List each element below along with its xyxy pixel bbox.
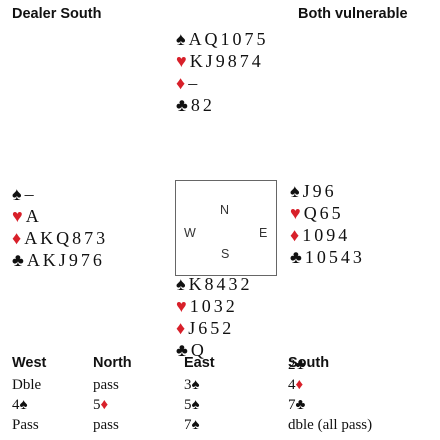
south-diamonds-row: ♦J652 [176, 317, 253, 339]
south-spades-cards: K8432 [188, 274, 253, 294]
bid-level: 3 [184, 377, 192, 393]
bid-level: 7 [184, 417, 192, 433]
auction-call: 4♦ [288, 377, 303, 394]
west-diamonds-row: ♦AKQ873 [12, 227, 108, 249]
south-hand: ♠K8432♥1032♦J652♣Q [176, 273, 253, 361]
auction-call: pass [93, 417, 119, 433]
bid-level: 5 [93, 397, 101, 413]
auction-call: pass [93, 377, 119, 393]
east-clubs-row: ♣10543 [290, 246, 365, 268]
bid-level: 4 [12, 397, 20, 413]
north-hearts-row: ♥KJ9874 [176, 50, 269, 72]
dealer-label: Dealer South [12, 6, 102, 22]
auction-call: 5♦ [93, 397, 108, 414]
east-clubs-cards: 10543 [304, 247, 365, 267]
heart-icon: ♥ [176, 296, 187, 316]
diamond-icon: ♦ [176, 318, 186, 338]
north-diamonds-cards: – [188, 73, 201, 93]
west-hand: ♠–♥A♦AKQ873♣AKJ976 [12, 183, 108, 271]
south-clubs-row: ♣Q [176, 339, 253, 361]
south-diamonds-cards: J652 [188, 318, 235, 338]
west-clubs-row: ♣AKJ976 [12, 249, 108, 271]
diamond-icon: ♦ [12, 228, 22, 248]
auction-call: 2♣ [288, 357, 305, 374]
auction-header-south: South [288, 355, 330, 371]
north-spades-cards: AQ1075 [188, 29, 269, 49]
spade-icon: ♠ [191, 377, 200, 393]
club-icon: ♣ [176, 95, 188, 115]
east-spades-cards: J96 [302, 181, 337, 201]
west-hearts-row: ♥A [12, 205, 108, 227]
bid-level: 5 [184, 397, 192, 413]
spade-icon: ♠ [191, 397, 200, 413]
auction-call: 4♠ [12, 397, 27, 414]
vulnerability-label: Both vulnerable [298, 6, 408, 22]
west-spades-row: ♠– [12, 183, 108, 205]
compass-south-label: S [221, 247, 230, 261]
heart-icon: ♥ [176, 51, 187, 71]
bid-level: 2 [288, 357, 296, 373]
compass-north-label: N [220, 203, 230, 217]
club-icon: ♣ [176, 340, 188, 360]
club-icon: ♣ [295, 357, 306, 373]
north-spades-row: ♠AQ1075 [176, 28, 269, 50]
auction-call: 3♠ [184, 377, 199, 394]
east-diamonds-row: ♦1094 [290, 224, 365, 246]
south-hearts-row: ♥1032 [176, 295, 253, 317]
club-icon: ♣ [12, 250, 24, 270]
north-hearts-cards: KJ9874 [189, 51, 264, 71]
diamond-icon: ♦ [290, 225, 300, 245]
compass-west-label: W [184, 226, 196, 240]
north-diamonds-row: ♦– [176, 72, 269, 94]
spade-icon: ♠ [176, 274, 186, 294]
north-clubs-cards: 82 [190, 95, 215, 115]
spade-icon: ♠ [19, 397, 28, 413]
north-clubs-row: ♣82 [176, 94, 269, 116]
east-spades-row: ♠J96 [290, 180, 365, 202]
compass-box: N S W E [175, 180, 277, 276]
diamond-icon: ♦ [295, 377, 304, 393]
west-clubs-cards: AKJ976 [26, 250, 105, 270]
heart-icon: ♥ [12, 206, 23, 226]
west-spades-cards: – [24, 184, 37, 204]
bid-level: 7 [288, 397, 296, 413]
auction-call: Pass [12, 417, 39, 433]
east-hearts-cards: Q65 [303, 203, 344, 223]
auction-header-north: North [93, 355, 132, 371]
compass-east-label: E [259, 226, 268, 240]
diamond-icon: ♦ [100, 397, 109, 413]
south-clubs-cards: Q [190, 340, 207, 360]
east-hand: ♠J96♥Q65♦1094♣10543 [290, 180, 365, 268]
north-hand: ♠AQ1075♥KJ9874♦–♣82 [176, 28, 269, 116]
auction-call: 5♠ [184, 397, 199, 414]
south-hearts-cards: 1032 [189, 296, 238, 316]
heart-icon: ♥ [290, 203, 301, 223]
diamond-icon: ♦ [176, 73, 186, 93]
bid-level: 4 [288, 377, 296, 393]
spade-icon: ♠ [191, 417, 200, 433]
auction-header-west: West [12, 355, 47, 371]
auction-header-east: East [184, 355, 215, 371]
auction-call: Dble [12, 377, 42, 393]
auction-call: dble (all pass) [288, 417, 373, 433]
spade-icon: ♠ [12, 184, 22, 204]
spade-icon: ♠ [290, 181, 300, 201]
auction-call: 7♣ [288, 397, 305, 414]
club-icon: ♣ [295, 397, 306, 413]
south-spades-row: ♠K8432 [176, 273, 253, 295]
east-diamonds-cards: 1094 [302, 225, 351, 245]
west-hearts-cards: A [25, 206, 42, 226]
auction-call: 7♠ [184, 417, 199, 434]
west-diamonds-cards: AKQ873 [24, 228, 109, 248]
spade-icon: ♠ [176, 29, 186, 49]
club-icon: ♣ [290, 247, 302, 267]
east-hearts-row: ♥Q65 [290, 202, 365, 224]
